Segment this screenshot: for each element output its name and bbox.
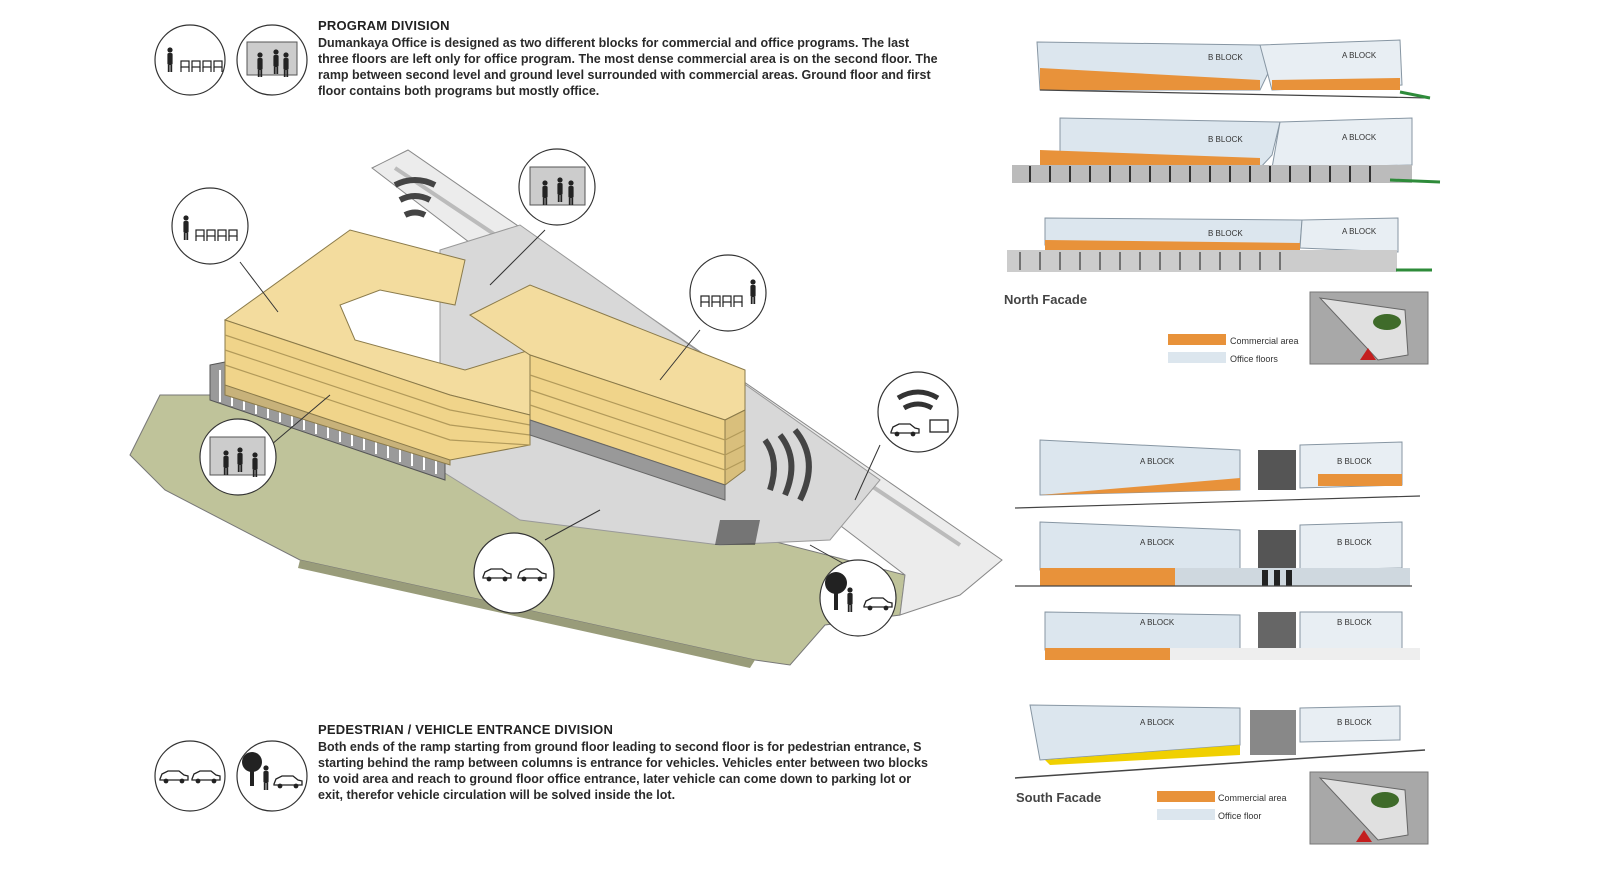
tree-pedestrian-icon [236, 740, 308, 812]
south-elev-1-b-label: B BLOCK [1337, 457, 1372, 466]
north-elevation-2: B BLOCK A BLOCK [1012, 117, 1441, 184]
north-elevation-3: B BLOCK A BLOCK [1007, 217, 1432, 272]
north-elev-1-b-label: B BLOCK [1208, 53, 1243, 62]
south-legend-office-label: Office floor [1218, 811, 1262, 821]
south-key-plan [1309, 771, 1429, 845]
program-line: floor contains both programs but mostly … [318, 84, 600, 98]
north-elevation-1: B BLOCK A BLOCK [1036, 39, 1431, 100]
people-commercial-icon [236, 24, 308, 96]
bubble-cars [473, 532, 555, 614]
south-facade-caption: South Facade [1016, 790, 1102, 805]
north-elev-3-b-label: B BLOCK [1208, 229, 1243, 238]
south-legend-commercial-label: Commercial area [1218, 793, 1287, 803]
entrance-line: exit, therefor vehicle circulation will … [318, 788, 676, 802]
south-elevation-4: A BLOCK B BLOCK [1014, 704, 1426, 779]
north-elev-2-a-label: A BLOCK [1342, 133, 1377, 142]
entrance-division-heading: PEDESTRIAN / VEHICLE ENTRANCE DIVISION [318, 722, 614, 737]
north-elev-3-a-label: A BLOCK [1342, 227, 1377, 236]
north-legend-commercial-swatch [1168, 334, 1226, 345]
north-facade-caption: North Facade [1004, 292, 1088, 307]
program-line: ramp between second level and ground lev… [318, 68, 931, 82]
bubble-tree-pedestrian [819, 559, 897, 637]
south-elevation-3: A BLOCK B BLOCK [1044, 611, 1420, 660]
signal-icon [393, 177, 812, 502]
north-legend-commercial-label: Commercial area [1230, 336, 1299, 346]
south-elevation-1: A BLOCK B BLOCK [1014, 439, 1421, 509]
program-line: three floors are left only for office pr… [318, 52, 938, 66]
south-legend-commercial-swatch [1157, 791, 1215, 802]
north-elev-1-a-label: A BLOCK [1342, 51, 1377, 60]
south-elev-3-b-label: B BLOCK [1337, 618, 1372, 627]
leader-lines [239, 229, 881, 571]
north-legend-office-label: Office floors [1230, 354, 1278, 364]
north-legend-office-swatch [1168, 352, 1226, 363]
bubble-office-left [171, 187, 249, 265]
south-elev-3-a-label: A BLOCK [1140, 618, 1175, 627]
program-line: Dumankaya Office is designed as two diff… [318, 36, 910, 50]
south-elev-4-b-label: B BLOCK [1337, 718, 1372, 727]
massing-block-left [223, 229, 531, 466]
program-division-heading: PROGRAM DIVISION [318, 18, 450, 33]
south-elevation-2: A BLOCK B BLOCK [1015, 521, 1412, 587]
bubble-vehicle-signal [877, 371, 959, 453]
people-office-icon [154, 24, 226, 96]
bubble-office-right [689, 254, 767, 332]
south-elev-2-b-label: B BLOCK [1337, 538, 1372, 547]
bubble-commercial-top [518, 148, 596, 226]
south-legend-office-swatch [1157, 809, 1215, 820]
north-key-plan [1309, 291, 1429, 365]
bubble-commercial-low [199, 418, 277, 496]
program-division-text: Dumankaya Office is designed as two diff… [318, 35, 978, 99]
entrance-division-text: Both ends of the ramp starting from grou… [318, 739, 998, 803]
north-elev-2-b-label: B BLOCK [1208, 135, 1243, 144]
south-elev-4-a-label: A BLOCK [1140, 718, 1175, 727]
entrance-line: to void area and reach to ground floor o… [318, 772, 912, 786]
entrance-line: starting behind the ramp between columns… [318, 756, 928, 770]
south-elev-2-a-label: A BLOCK [1140, 538, 1175, 547]
massing-block-right [469, 284, 746, 501]
cars-icon [154, 740, 226, 812]
south-elev-1-a-label: A BLOCK [1140, 457, 1175, 466]
entrance-line: Both ends of the ramp starting from grou… [318, 740, 922, 754]
